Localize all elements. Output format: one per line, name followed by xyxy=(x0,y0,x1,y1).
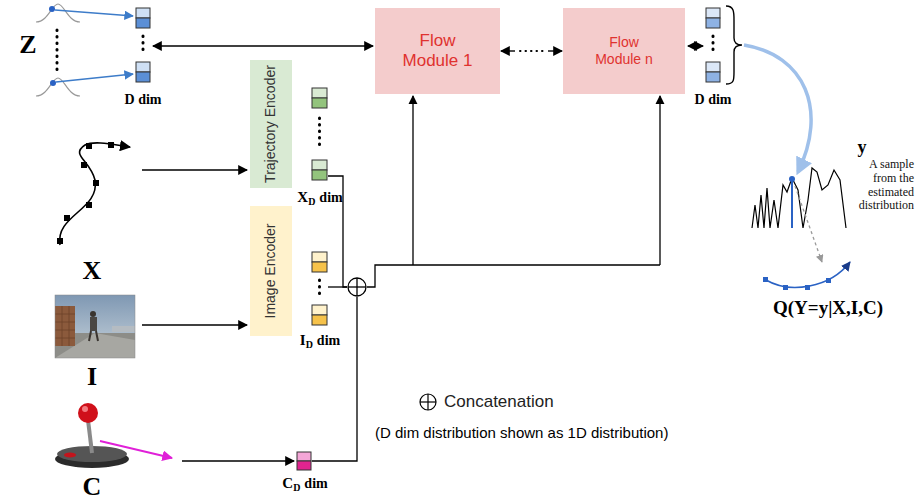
output-arrow xyxy=(688,45,703,46)
variable-label: I xyxy=(87,364,97,390)
label-text: Z xyxy=(19,30,36,59)
formula-label: Q(Y=y|X,I,C) xyxy=(773,298,883,319)
encoder-box: Image Encoder xyxy=(250,206,292,336)
scene-image xyxy=(55,295,135,358)
variable-label: Z xyxy=(19,32,36,58)
label-text: X xyxy=(83,256,102,285)
dimension-label: CDdim xyxy=(282,474,327,494)
input-arrow xyxy=(142,169,247,170)
trajectory-feature-vector xyxy=(312,88,327,180)
label-text: Q(Y=y|X,I,C) xyxy=(773,297,883,318)
label-part: C xyxy=(282,475,293,491)
dimension-label: IDdim xyxy=(300,331,340,351)
label-part: I xyxy=(300,332,306,348)
label-part: D xyxy=(306,339,313,350)
label-text: A sample from the estimated distribution xyxy=(859,157,914,212)
box-label: Flow Module n xyxy=(589,34,659,68)
input-arrow xyxy=(182,460,294,461)
concat-symbol xyxy=(348,278,366,296)
legend-text: Concatenation xyxy=(444,392,554,412)
flow-module-box: Flow Module 1 xyxy=(375,8,500,94)
encoder-box: Trajectory Encoder xyxy=(250,60,292,188)
distribution-curve xyxy=(752,168,846,262)
brace xyxy=(726,6,742,84)
output-vector xyxy=(706,8,720,82)
box-label: Image Encoder xyxy=(263,224,278,319)
label-text: C xyxy=(83,472,102,501)
label-part: D xyxy=(308,196,315,207)
latent-arrow xyxy=(153,45,373,46)
label-text: D dim xyxy=(695,92,732,107)
label-part: dim xyxy=(319,190,342,205)
predicted-trajectory xyxy=(763,262,850,290)
box-label: Trajectory Encoder xyxy=(263,65,278,183)
sample-arc xyxy=(744,45,811,172)
legend-entry: Concatenation xyxy=(418,392,554,412)
label-part: dim xyxy=(317,333,340,348)
label-text: D dim xyxy=(125,92,162,107)
variable-label: X xyxy=(83,258,102,284)
gaussian-samples xyxy=(36,4,133,96)
trajectory-icon xyxy=(57,142,130,245)
joystick-icon xyxy=(55,403,172,468)
annotation: A sample from the estimated distribution xyxy=(852,158,914,213)
box-label: Flow Module 1 xyxy=(396,31,480,72)
dimension-label: D dim xyxy=(125,92,162,109)
latent-vector xyxy=(136,8,150,82)
label-part: D xyxy=(293,482,300,493)
image-feature-vector xyxy=(312,252,327,325)
connector xyxy=(501,51,562,52)
control-feature-vector xyxy=(297,452,311,470)
variable-label: C xyxy=(83,474,102,500)
label-text: y xyxy=(858,137,867,157)
dimension-label: D dim xyxy=(695,92,732,109)
input-arrow xyxy=(142,324,247,325)
dimension-label: XDdim xyxy=(297,188,342,208)
label-text: I xyxy=(87,362,97,391)
variable-label: y xyxy=(858,138,867,156)
label-part: dim xyxy=(304,476,327,491)
label-text: (D dim distribution shown as 1D distribu… xyxy=(375,424,668,441)
concat-wiring xyxy=(312,96,660,461)
flow-module-box: Flow Module n xyxy=(563,8,685,94)
label-part: X xyxy=(297,189,308,205)
note: (D dim distribution shown as 1D distribu… xyxy=(375,424,668,442)
concat-symbol xyxy=(418,392,438,412)
image-frame xyxy=(55,295,135,358)
